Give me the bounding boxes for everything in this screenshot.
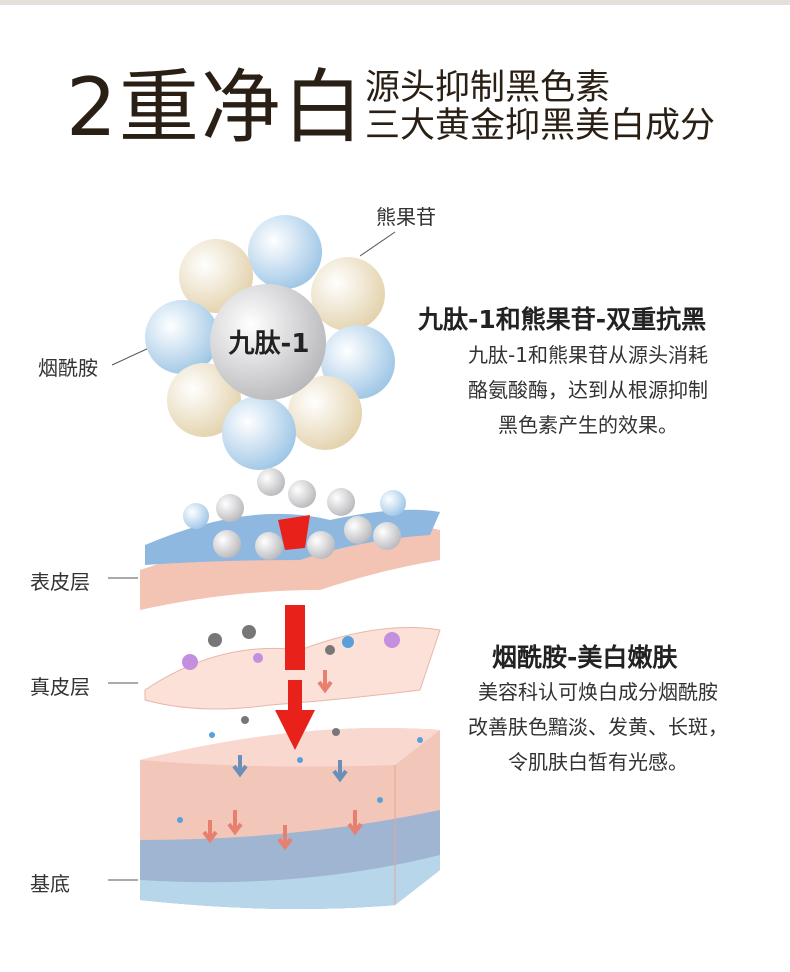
label-niacinamide: 烟酰胺: [38, 356, 98, 380]
text-line: 令肌肤白皙有光感。: [508, 750, 688, 774]
molecule-cluster: [145, 215, 395, 470]
page-title: 2重净白: [66, 61, 365, 154]
arrow-icon: [278, 515, 310, 550]
label-dermis: 真皮层: [30, 675, 90, 699]
text-line: 美容科认可焕白成分烟酰胺: [478, 680, 718, 704]
label-base: 基底: [30, 872, 70, 896]
text-line: 改善肤色黯淡、发黄、长斑，: [468, 715, 728, 739]
label-nonapeptide: 九肽-1: [228, 329, 310, 359]
top-bar: [0, 0, 790, 5]
subtitle-line-1: 源头抑制黑色素: [365, 68, 611, 108]
text-line: 黑色素产生的效果。: [498, 413, 678, 437]
label-epidermis: 表皮层: [30, 570, 90, 594]
arrow-icon: [275, 710, 315, 750]
section1-heading: 九肽-1和熊果苷-双重抗黑: [418, 305, 707, 334]
section1-text: 九肽-1和熊果苷从源头消耗 酪氨酸酶，达到从根源抑制 黑色素产生的效果。: [420, 338, 756, 443]
text-line: 九肽-1和熊果苷从源头消耗: [468, 343, 708, 367]
section2-heading: 烟酰胺-美白嫩肤: [492, 643, 678, 672]
subtitle-line-2: 三大黄金抑黑美白成分: [365, 106, 716, 146]
section2-text: 美容科认可焕白成分烟酰胺 改善肤色黯淡、发黄、长斑， 令肌肤白皙有光感。: [440, 675, 756, 780]
label-arbutin: 熊果苷: [376, 205, 436, 229]
arrow-icon: [285, 605, 305, 670]
text-line: 酪氨酸酶，达到从根源抑制: [468, 378, 708, 402]
